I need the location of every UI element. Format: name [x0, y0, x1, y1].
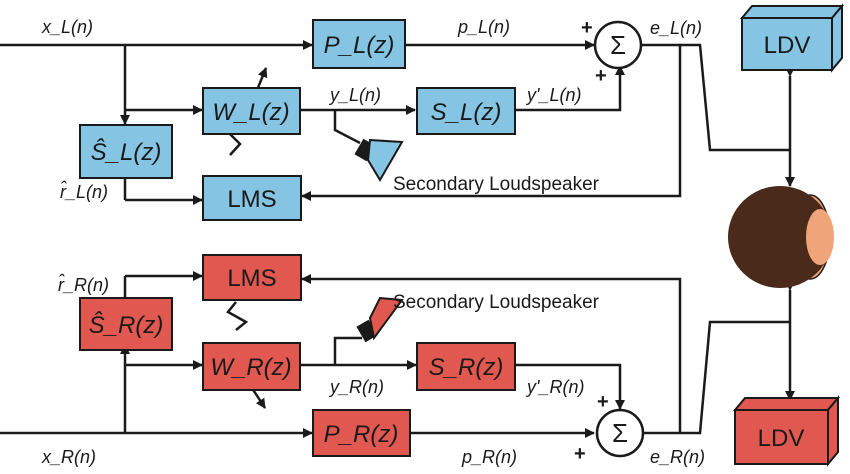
signal-rhat-r: r̂_R(n)	[58, 274, 109, 295]
signal-rhat-l: r̂_L(n)	[60, 181, 108, 202]
left-channel: P_L(z) W_L(z) S_L(z) Ŝ_L(z) LMS Σ + + x_…	[41, 3, 845, 221]
label-shat-r: Ŝ_R(z)	[89, 311, 164, 339]
block-pr	[312, 409, 411, 457]
signal-yl: y_L(n)	[328, 85, 381, 105]
label-wl: W_L(z)	[212, 99, 289, 126]
block-lms-r	[202, 254, 302, 301]
sign-top-left: +	[581, 17, 593, 39]
sum-junction-left	[593, 20, 643, 70]
speaker-label-left: Secondary Loudspeaker	[393, 174, 600, 195]
line-yr-to-speaker	[333, 336, 362, 365]
block-pl	[312, 19, 406, 69]
sum-junction-right	[595, 408, 645, 458]
signal-pr: p_R(n)	[461, 447, 517, 467]
signal-pl: p_L(n)	[457, 17, 510, 37]
signal-el: e_L(n)	[650, 18, 702, 38]
line-el-to-ldv	[680, 43, 790, 152]
sum-symbol-left: Σ	[610, 30, 626, 60]
ldv-label-left: LDV	[764, 32, 811, 59]
right-channel: P_R(z) W_R(z) S_R(z) Ŝ_R(z) LMS Σ + + x_…	[41, 254, 841, 467]
lms-to-wr-zigzag	[226, 301, 249, 331]
sign-top-right: +	[597, 391, 609, 413]
ldv-box-right	[732, 395, 841, 467]
line-sr-to-sum	[515, 363, 625, 410]
block-wl	[202, 87, 301, 135]
label-pr: P_R(z)	[324, 421, 399, 448]
label-sl: S_L(z)	[431, 99, 502, 126]
speaker-icon-left	[354, 138, 404, 182]
block-lms-l	[202, 175, 302, 221]
speaker-label-right: Secondary Loudspeaker	[393, 292, 600, 313]
signal-lines	[0, 40, 795, 438]
ldv-box-left	[739, 3, 845, 73]
block-sr	[416, 342, 516, 391]
label-shat-l: Ŝ_L(z)	[91, 138, 162, 166]
ldv-label-right: LDV	[758, 425, 805, 452]
line-yl-to-speaker	[333, 110, 361, 145]
sign-bottom-right: +	[574, 443, 586, 465]
signal-yrp: y'_R(n)	[525, 377, 584, 397]
signal-xl: x_L(n)	[41, 17, 93, 37]
signal-ylp: y'_L(n)	[525, 85, 581, 105]
line-sl-to-sum	[515, 65, 625, 112]
signal-yr: y_R(n)	[328, 377, 384, 397]
sign-bottom-left: +	[595, 65, 607, 87]
label-sr: S_R(z)	[429, 354, 504, 381]
label-pl: P_L(z)	[324, 32, 395, 59]
label-lms-r: LMS	[227, 265, 276, 292]
sum-symbol-right: Σ	[612, 418, 628, 448]
line-er-to-lms	[301, 274, 682, 433]
lms-to-wl-zigzag	[224, 130, 242, 156]
line-el-to-lms	[301, 45, 682, 201]
signal-xr: x_R(n)	[41, 447, 96, 467]
block-sl	[416, 87, 516, 135]
line-er-to-ldv	[680, 320, 790, 435]
block-shat-l	[79, 124, 173, 179]
block-shat-r	[79, 297, 173, 351]
speaker-icon-right	[356, 296, 404, 343]
block-wr	[202, 342, 301, 391]
label-lms-l: LMS	[227, 186, 276, 213]
listener-head-icon	[728, 186, 834, 288]
signal-er: e_R(n)	[650, 447, 705, 467]
label-wr: W_R(z)	[210, 354, 291, 381]
